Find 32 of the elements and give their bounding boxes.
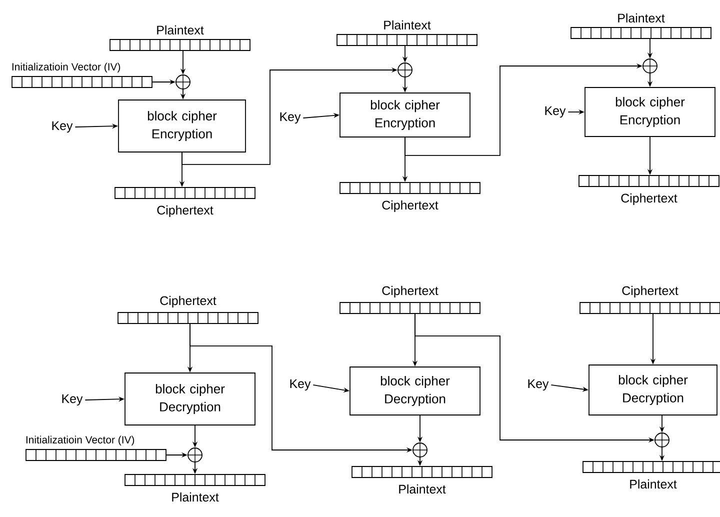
- key-label: Key: [52, 121, 73, 133]
- cipher-box: block cipher Encryption: [118, 100, 246, 152]
- xor-symbol: [397, 62, 413, 78]
- register-label: Ciphertext: [382, 286, 438, 298]
- xor-symbol: [412, 442, 428, 458]
- xor-symbol: [175, 74, 191, 90]
- register-label: Ciphertext: [622, 286, 678, 298]
- key-label: Key: [545, 106, 566, 118]
- key-label: Key: [280, 112, 301, 124]
- register-label: Plaintext: [618, 13, 665, 23]
- cipher-box: block cipher Encryption: [340, 92, 470, 138]
- xor-symbol: [642, 58, 658, 74]
- cipher-box: block cipher Decryption: [124, 372, 256, 426]
- xor-symbol: [654, 432, 670, 448]
- register-label: Plaintext: [399, 484, 446, 494]
- register-label: Plaintext: [384, 20, 431, 30]
- register-label: Plaintext: [172, 492, 219, 502]
- register-label: Ciphertext: [621, 193, 678, 206]
- key-label: Key: [290, 379, 311, 391]
- register-label: Ciphertext: [382, 200, 438, 212]
- register-label: Plaintext: [630, 479, 677, 489]
- register-label: Initializatioin Vector (IV): [26, 436, 134, 446]
- cipher-box: block cipher Encryption: [584, 87, 716, 137]
- register-label: Plaintext: [157, 25, 204, 35]
- register-label: Ciphertext: [157, 205, 214, 218]
- xor-symbol: [187, 447, 203, 463]
- register-label: Initializatioin Vector (IV): [12, 62, 120, 73]
- key-label: Key: [528, 379, 549, 391]
- key-label: Key: [62, 394, 83, 406]
- cipher-box: block cipher Decryption: [350, 366, 480, 416]
- cipher-box: block cipher Decryption: [588, 364, 718, 416]
- register-label: Ciphertext: [160, 296, 216, 308]
